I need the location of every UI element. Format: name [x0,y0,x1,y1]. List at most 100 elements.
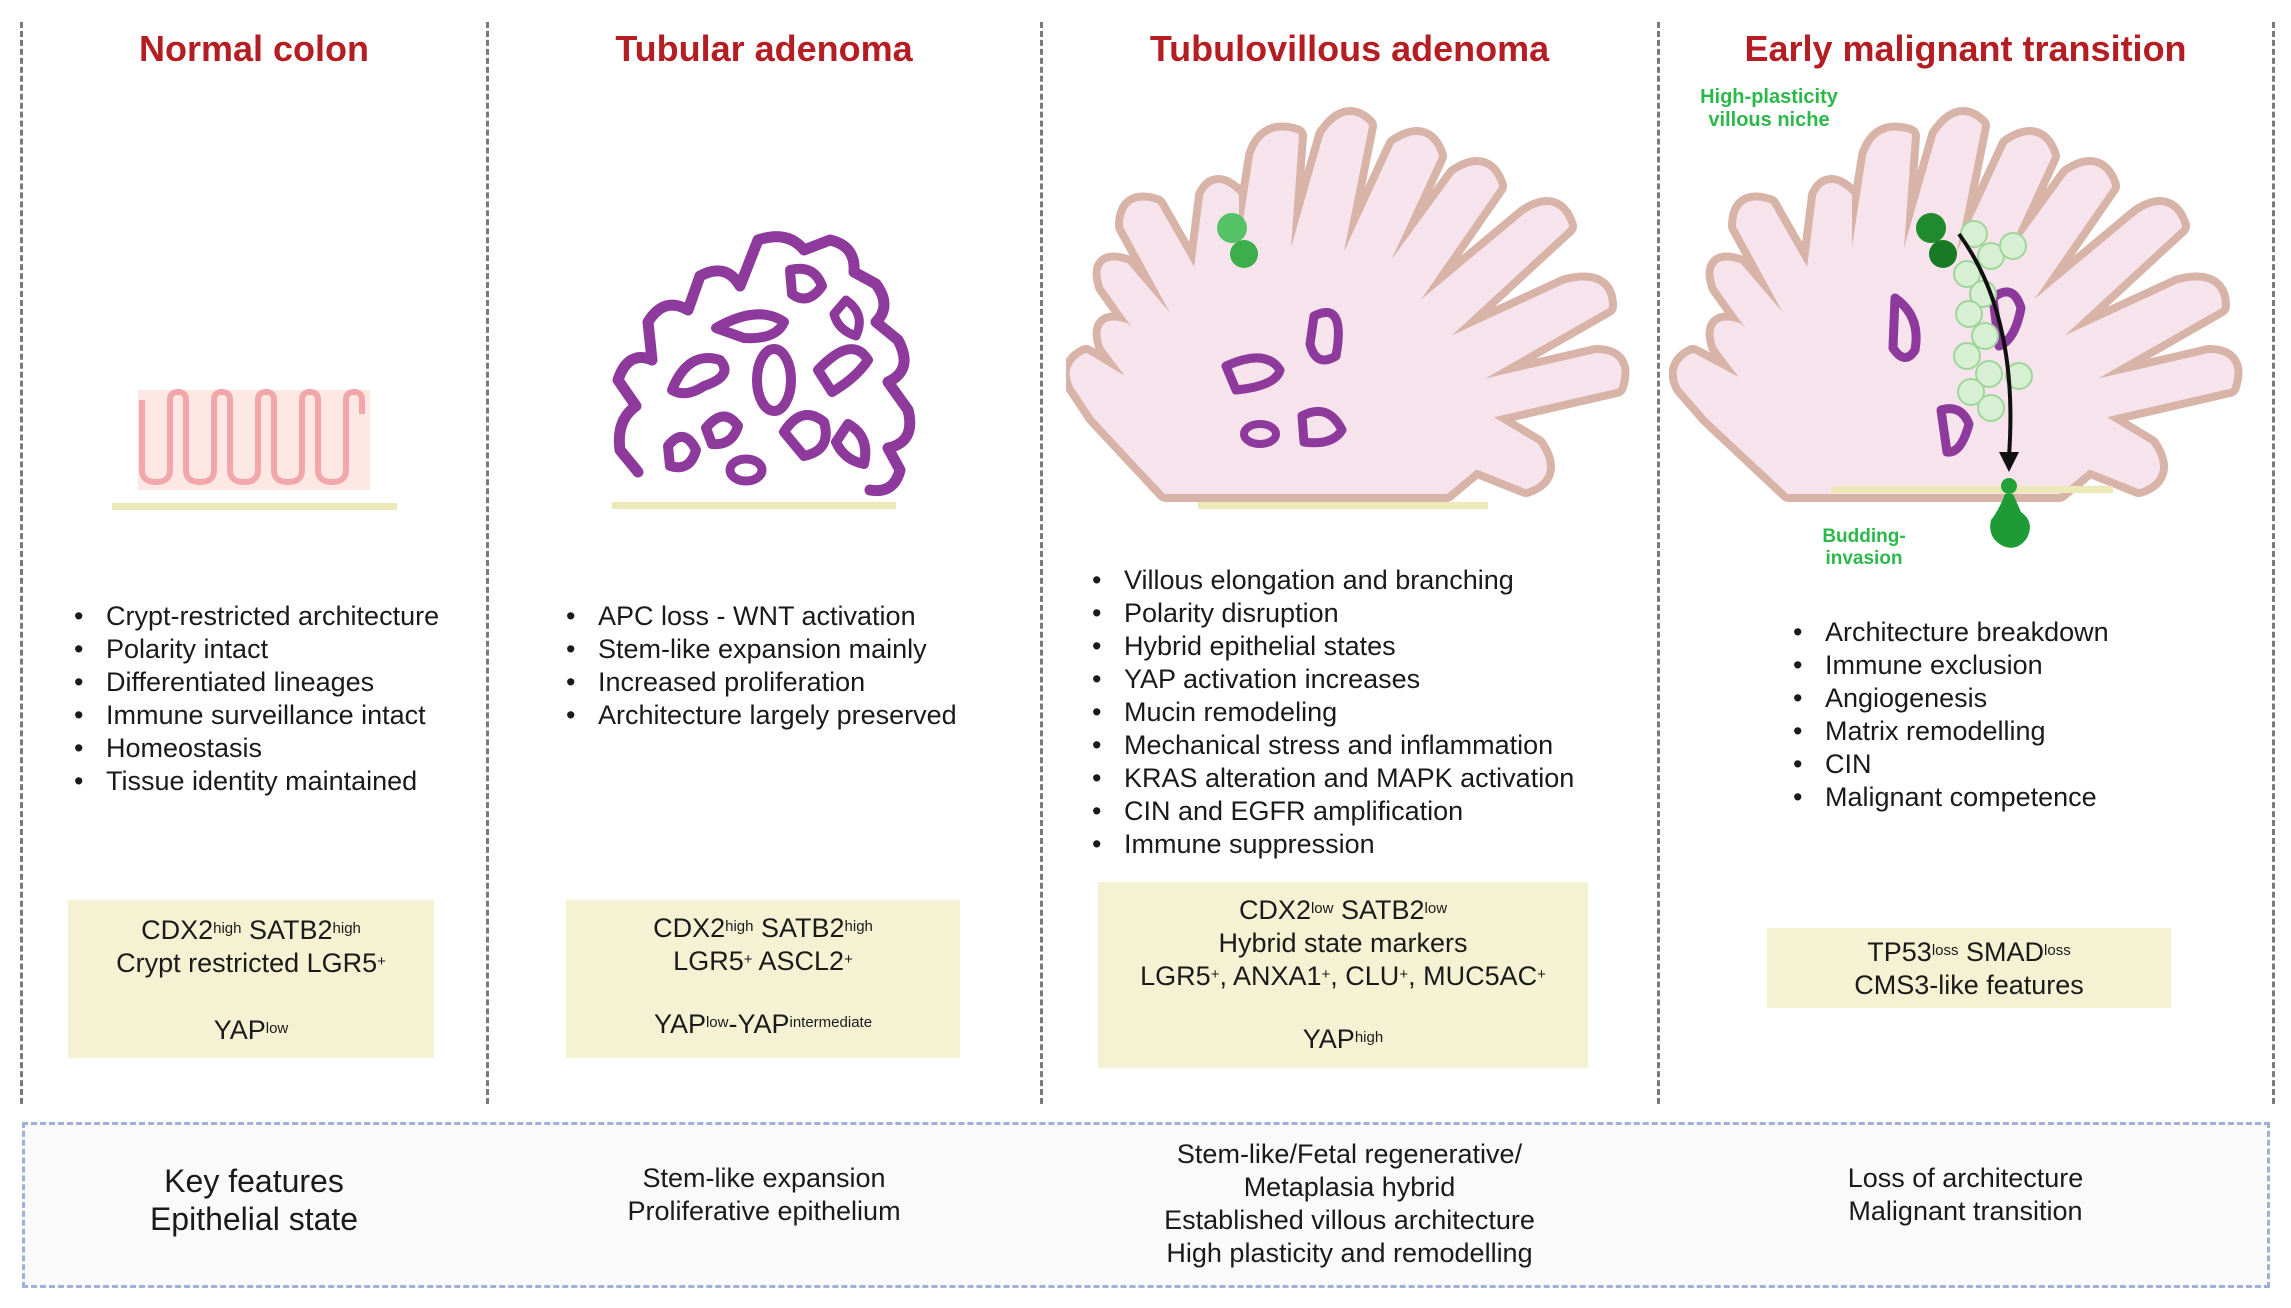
marker-sup: + [1210,966,1220,983]
feature-list: Villous elongation and branching Polarit… [1092,564,1652,861]
marker-sup: + [844,951,853,968]
basement-membrane [1831,486,2113,493]
column-divider [20,22,23,1104]
feature-item: Polarity intact [74,633,474,666]
dysplastic-gland [1297,406,1347,448]
summary-line: High plasticity and remodelling [1166,1238,1533,1268]
marker-sup: low [705,1014,729,1031]
marker-box: CDX2low SATB2low Hybrid state markers LG… [1098,882,1588,1068]
marker-text: YAP [213,1015,266,1045]
arrow-head-icon [1999,452,2019,472]
marker-text: SATB2 [761,913,845,943]
feature-item: Immune exclusion [1793,649,2263,682]
marker-line: CMS3-like features [1854,970,2084,1000]
column-divider [2272,22,2275,1104]
feature-item: Homeostasis [74,732,474,765]
marker-box: TP53loss SMADloss CMS3-like features [1767,928,2171,1008]
gland [813,344,873,397]
gland [752,344,796,416]
summary-line: Malignant transition [1848,1196,2083,1226]
early-malignant-illustration [1669,107,2243,548]
feature-item: Mechanical stress and inflammation [1092,729,1652,762]
gland [663,432,701,473]
stage-early-malignant-transition: Early malignant transition High-plastici… [1659,0,2272,1120]
marker-text: SATB2 [1341,895,1425,925]
adenoma-outline [612,231,916,497]
marker-line: Crypt restricted LGR5+ [68,947,434,980]
marker-sup: high [844,918,873,935]
marker-text: ASCL2 [758,946,845,976]
feature-item: Hybrid epithelial states [1092,630,1652,663]
gland [779,409,831,461]
marker-line: CDX2high SATB2high [566,912,960,945]
crypt-epithelium [139,389,365,485]
summary-line: Key features [164,1163,344,1199]
marker-text: LGR5 [1140,961,1211,991]
stage-title: Early malignant transition [1744,28,2187,69]
summary-line: Metaplasia hybrid [1243,1172,1456,1202]
feature-item: Crypt-restricted architecture [74,600,474,633]
marker-sup: high [1354,1029,1384,1046]
marker-sup: low [1310,900,1334,917]
budding-label-line: invasion [1825,548,1903,569]
feature-item: Architecture largely preserved [566,699,1026,732]
tubular-adenoma-illustration [612,231,916,509]
marker-sup: + [1399,966,1409,983]
feature-item: Architecture breakdown [1793,616,2263,649]
marker-box: CDX2high SATB2high LGR5+ ASCL2+ YAPlow-Y… [566,900,960,1058]
feature-item: Malignant competence [1793,781,2263,814]
marker-sup: loss [1931,942,1959,959]
marker-sup: low [1424,900,1448,917]
summary-tubular: Stem-like expansion Proliferative epithe… [488,1162,1040,1228]
marker-line: Hybrid state markers [1218,928,1468,958]
dysplastic-gland [1240,420,1280,448]
stage-normal-colon: Normal colon Crypt-restricted architectu… [22,0,486,1120]
stem-cell [1929,240,1957,268]
normal-colon-illustration [112,389,397,510]
feature-item: Immune surveillance intact [74,699,474,732]
stage-tubular-adenoma: Tubular adenoma APC loss - WNT activatio… [488,0,1040,1120]
gland [725,454,767,486]
marker-line: CDX2high SATB2high [68,914,434,947]
summary-line: Loss of architecture [1847,1163,2084,1193]
marker-text: YAP [653,1009,706,1039]
marker-text: YAP [1302,1024,1355,1054]
invasion-arrow [1957,232,2013,457]
gland [667,353,730,399]
column-divider [1040,22,1043,1104]
basement-membrane [1198,502,1488,509]
marker-sup: low [265,1020,289,1037]
gland [701,411,743,450]
dysplastic-gland [1936,404,1974,457]
marker-sup: + [1321,966,1331,983]
basement-membrane [612,502,896,509]
summary-line: Established villous architecture [1164,1205,1535,1235]
budding-cluster [1990,494,2030,548]
summary-band [22,1122,2270,1288]
feature-item: CIN and EGFR amplification [1092,795,1652,828]
summary-early-malignant: Loss of architecture Malignant transitio… [1659,1162,2272,1228]
summary-line: Stem-like/Fetal regenerative/ [1176,1139,1523,1169]
summary-line: Proliferative epithelium [627,1196,901,1226]
stem-cell [1217,213,1247,243]
stage-title: Tubular adenoma [615,28,913,69]
summary-key-features: Key features Epithelial state [22,1162,486,1238]
dysplastic-gland [1305,308,1343,365]
budding-label-line: Budding- [1822,526,1906,547]
feature-item: Matrix remodelling [1793,715,2263,748]
villous-epithelium-inner [1676,115,2235,494]
plastic-cell-cluster [1953,220,2033,422]
feature-item: Immune suppression [1092,828,1652,861]
marker-line: YAPlow-YAPintermediate [566,1008,960,1041]
marker-text: , MUC5AC [1408,961,1538,991]
feature-list: Crypt-restricted architecture Polarity i… [74,600,474,798]
marker-line: CDX2low SATB2low [1098,894,1588,927]
marker-text: , CLU [1330,961,1400,991]
gland [831,419,871,469]
marker-text: CDX2 [1238,895,1311,925]
feature-list: APC loss - WNT activation Stem-like expa… [566,600,1026,732]
marker-sup: high [332,920,361,937]
marker-text: LGR5 [673,946,744,976]
summary-tubulovillous: Stem-like/Fetal regenerative/ Metaplasia… [1042,1138,1657,1270]
column-divider [486,22,489,1104]
